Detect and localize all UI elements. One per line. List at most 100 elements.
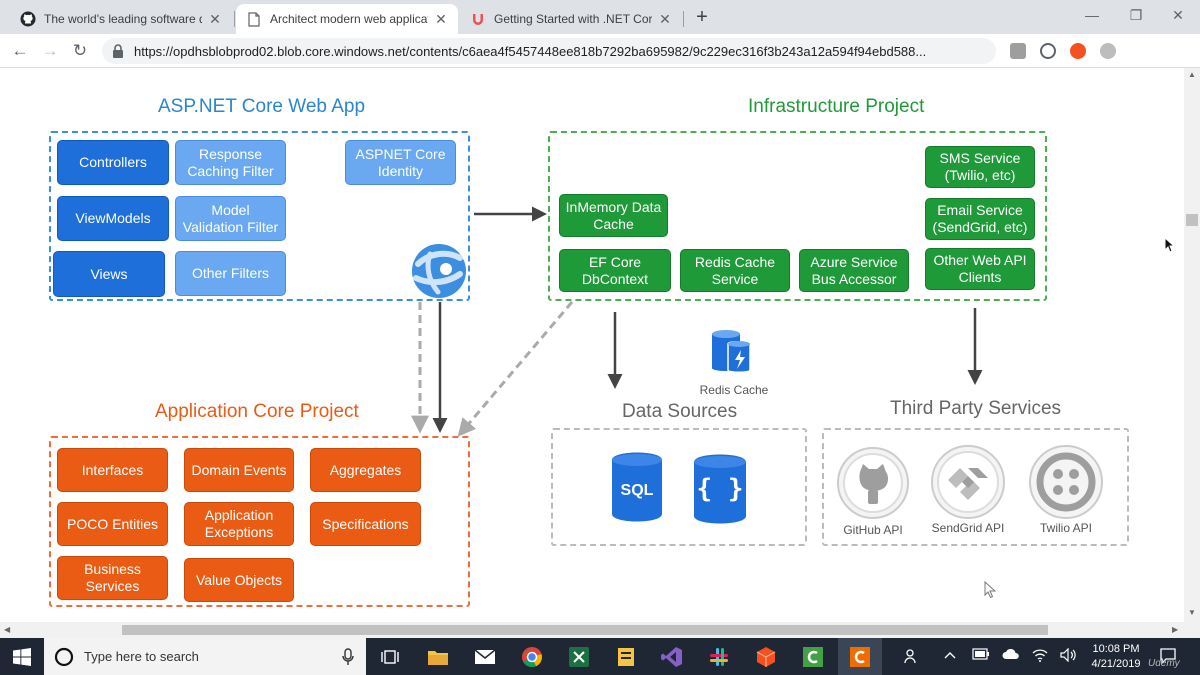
tab-github[interactable]: The world's leading software dev ✕ [10, 4, 232, 34]
controllers-block: Controllers [57, 140, 169, 185]
horizontal-scroll-thumb[interactable] [122, 625, 1048, 635]
notifications-icon[interactable] [1160, 648, 1176, 667]
file-explorer-icon[interactable] [424, 643, 452, 671]
third-party-title: Third Party Services [890, 398, 1062, 419]
other-filters-block: Other Filters [175, 251, 286, 296]
minimize-button[interactable]: — [1085, 7, 1099, 23]
web-app-title: ASP.NET Core Web App [158, 96, 366, 117]
back-button[interactable]: ← [11, 41, 29, 60]
tab-title: Architect modern web applicatio [270, 12, 428, 26]
other-web-api-clients-block: Other Web API Clients [925, 248, 1035, 290]
forward-button[interactable]: → [41, 41, 59, 60]
tab-title: Getting Started with .NET Core M [494, 12, 652, 26]
taskbar-search-box[interactable]: Type here to search [44, 638, 366, 675]
chrome-icon[interactable] [518, 643, 546, 671]
visual-studio-icon[interactable] [658, 643, 686, 671]
value-objects-block: Value Objects [184, 558, 294, 602]
taskbar-clock[interactable]: 10:08 PM 4/21/2019 [1086, 642, 1146, 672]
poco-entities-block: POCO Entities [57, 502, 168, 546]
page-icon [246, 11, 262, 27]
sendgrid-api-label: SendGrid API [931, 521, 1005, 535]
inmemory-data-cache-block: InMemory Data Cache [559, 194, 668, 237]
reload-button[interactable]: ↻ [72, 41, 88, 60]
views-block: Views [53, 251, 165, 297]
redis-cache-label: Redis Cache [699, 383, 769, 397]
data-sources-container [551, 428, 807, 546]
notes-app-icon[interactable] [612, 643, 640, 671]
close-tab-icon[interactable]: ✕ [435, 10, 447, 27]
application-exceptions-block: Application Exceptions [184, 502, 294, 546]
excel-icon[interactable] [565, 643, 593, 671]
windows-start-icon[interactable] [13, 648, 31, 666]
twilio-api-label: Twilio API [1039, 521, 1093, 535]
tab-strip: The world's leading software dev ✕ Archi… [0, 0, 1200, 34]
scroll-left-icon[interactable]: ◀ [4, 625, 11, 634]
camtasia-orange-icon[interactable] [846, 643, 874, 671]
domain-events-block: Domain Events [184, 448, 294, 492]
package-app-icon[interactable] [752, 643, 780, 671]
onedrive-icon[interactable] [1002, 648, 1020, 663]
address-bar[interactable]: https://opdhsblobprod02.blob.core.window… [102, 38, 996, 64]
github-api-label: GitHub API [843, 523, 903, 537]
task-view-icon[interactable] [376, 643, 404, 671]
window-close-button[interactable]: ✕ [1172, 7, 1184, 23]
document-database-icon [694, 454, 746, 524]
web-app-container [49, 131, 470, 301]
wifi-icon[interactable] [1032, 648, 1048, 665]
tab-architect[interactable]: Architect modern web applicatio ✕ [236, 4, 458, 34]
windows-taskbar: Type here to search 10:08 PM 4/21/2019 U… [0, 638, 1200, 675]
lock-icon [113, 44, 123, 58]
tab-title: The world's leading software dev [44, 12, 202, 26]
tab-udemy[interactable]: Getting Started with .NET Core M ✕ [460, 4, 682, 34]
scroll-up-icon[interactable]: ▲ [1188, 70, 1196, 79]
diagram-connectors [411, 206, 983, 437]
microphone-icon[interactable] [342, 648, 354, 666]
viewmodels-block: ViewModels [57, 196, 169, 241]
response-caching-filter-block: Response Caching Filter [175, 140, 286, 185]
camtasia-green-icon[interactable] [799, 643, 827, 671]
battery-icon[interactable] [972, 648, 990, 663]
clock-date: 4/21/2019 [1091, 658, 1141, 670]
close-tab-icon[interactable]: ✕ [659, 10, 671, 27]
scroll-down-icon[interactable]: ▼ [1188, 608, 1196, 617]
extension-orange-icon[interactable] [1070, 43, 1086, 59]
udemy-watermark: Udemy [1148, 658, 1180, 669]
extension-ghostery-icon[interactable] [1040, 43, 1056, 59]
cortana-circle-icon [54, 647, 74, 666]
business-services-block: Business Services [57, 556, 168, 600]
slack-icon[interactable] [705, 643, 733, 671]
url-text: https://opdhsblobprod02.blob.core.window… [134, 43, 927, 59]
third-party-container [822, 428, 1129, 546]
udemy-icon [470, 11, 486, 27]
mouse-cursor-outline-icon [984, 581, 996, 599]
mail-icon[interactable] [471, 643, 499, 671]
redis-cache-service-block: Redis Cache Service [680, 249, 790, 292]
extension-g-icon[interactable] [1010, 43, 1026, 59]
app-core-container [49, 436, 470, 607]
aggregates-block: Aggregates [310, 448, 421, 492]
infrastructure-container [548, 131, 1047, 301]
mouse-cursor-icon [1164, 237, 1174, 253]
scroll-right-icon[interactable]: ▶ [1172, 625, 1179, 634]
close-tab-icon[interactable]: ✕ [209, 10, 221, 27]
model-validation-filter-block: Model Validation Filter [175, 196, 286, 241]
horizontal-scrollbar[interactable]: ◀ ▶ [0, 622, 1200, 638]
vertical-scroll-thumb[interactable] [1186, 214, 1198, 226]
volume-icon[interactable] [1060, 647, 1076, 665]
ef-core-dbcontext-block: EF Core DbContext [559, 249, 671, 292]
browser-toolbar: ← → ↻ https://opdhsblobprod02.blob.core.… [0, 34, 1200, 94]
interfaces-block: Interfaces [57, 448, 168, 492]
vertical-scrollbar[interactable]: ▲ ▼ [1184, 68, 1200, 622]
extension-gray-icon[interactable] [1100, 43, 1116, 59]
azure-app-service-icon [412, 244, 466, 298]
new-tab-button[interactable]: + [696, 6, 708, 28]
clock-time: 10:08 PM [1092, 643, 1140, 655]
restore-button[interactable]: ❐ [1129, 7, 1143, 23]
page-content: ASP.NET Core Web App Controllers Respons… [0, 68, 1184, 622]
search-placeholder: Type here to search [84, 649, 199, 664]
github-api-icon [837, 447, 909, 519]
sql-label: SQL [620, 482, 654, 499]
infrastructure-title: Infrastructure Project [748, 96, 925, 117]
people-icon[interactable] [904, 648, 920, 667]
tray-chevron-up-icon[interactable] [944, 648, 956, 663]
